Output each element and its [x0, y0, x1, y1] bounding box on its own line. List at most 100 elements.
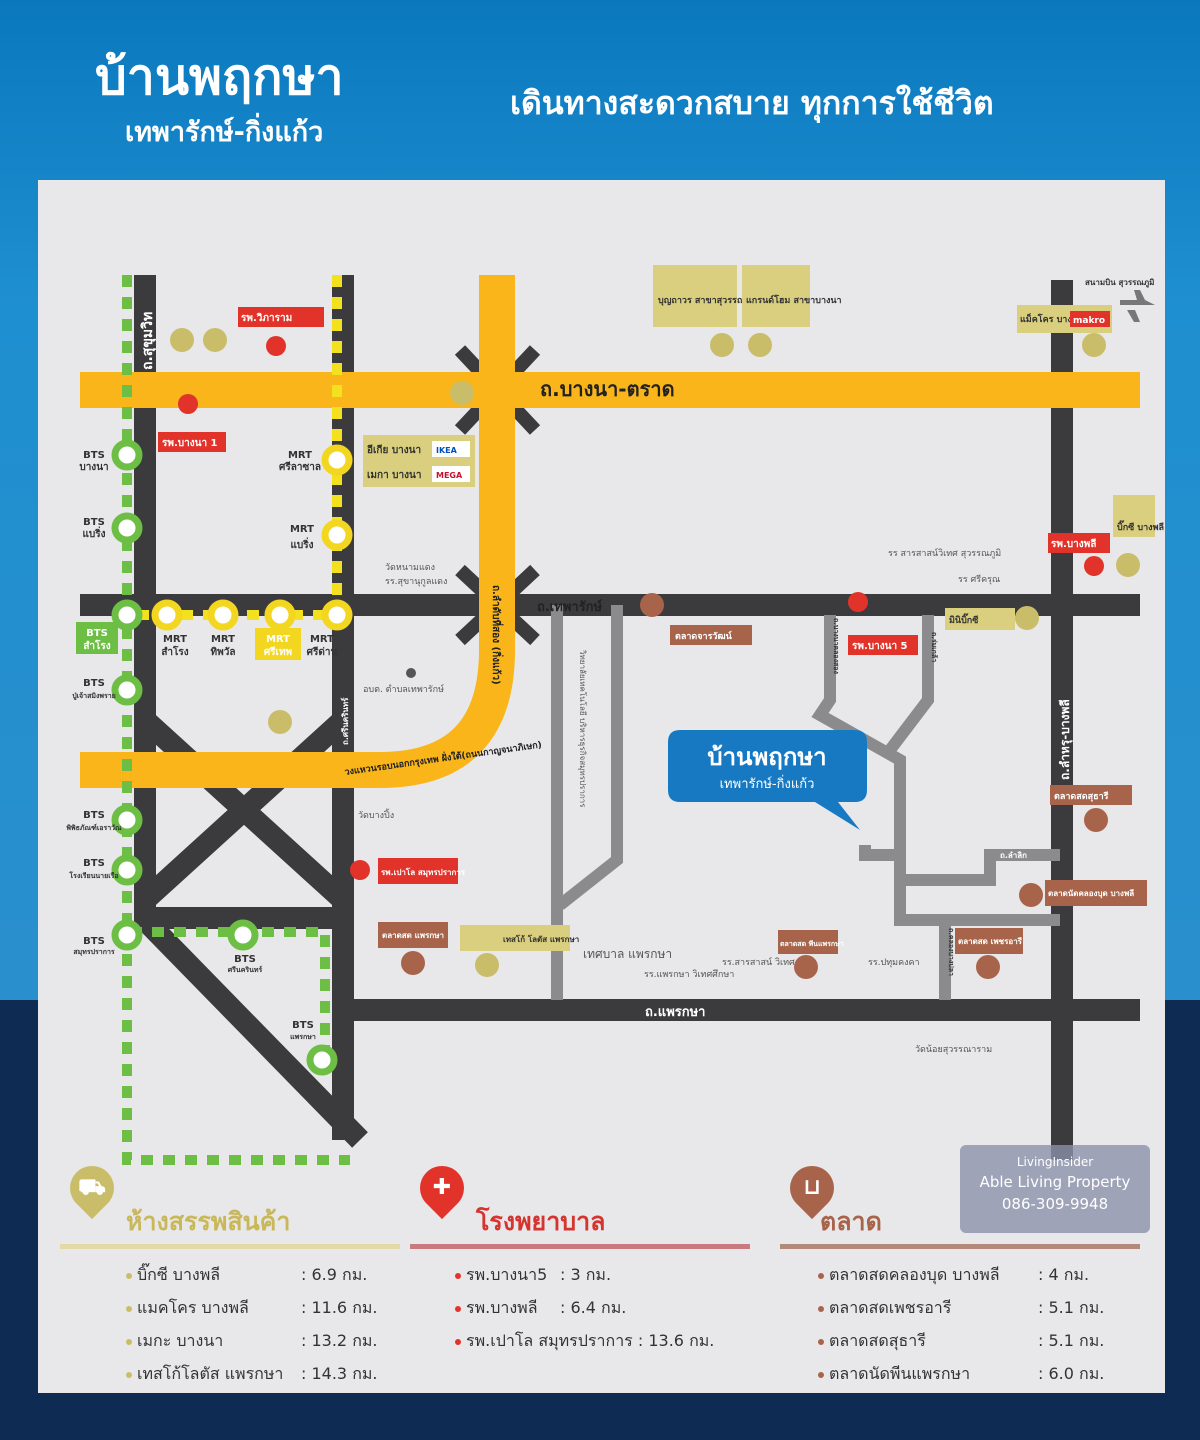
bts-station[interactable]	[111, 919, 143, 951]
svg-text:แบริ่ง: แบริ่ง	[82, 526, 105, 540]
svg-text:แม็คโคร บางพลี: แม็คโคร บางพลี	[1020, 312, 1083, 325]
watermark: LivingInsider Able Living Property 086-3…	[960, 1145, 1150, 1233]
stations	[111, 439, 353, 1076]
svg-text:บางนา: บางนา	[79, 462, 108, 473]
mrt-station[interactable]	[207, 599, 239, 631]
mall-pin-icon[interactable]	[1015, 606, 1039, 630]
callout-title: บ้านพฤกษา	[707, 743, 826, 771]
bts-station[interactable]	[111, 804, 143, 836]
svg-text:ตลาดสด พีนแพรกษา: ตลาดสด พีนแพรกษา	[780, 940, 844, 948]
svg-text:ถ.แพรกษา: ถ.แพรกษา	[645, 1005, 705, 1020]
list-item: รพ.บางนา5: 3 กม.	[455, 1263, 750, 1288]
road-label-soi-bangna: ถ.บางนาคลองสอง	[832, 618, 840, 674]
svg-text:BTS: BTS	[83, 517, 105, 528]
mall-pin-icon[interactable]	[268, 710, 292, 734]
svg-text:MEGA: MEGA	[436, 471, 463, 480]
bts-station[interactable]	[111, 599, 143, 631]
svg-text:ศรีนครินทร์: ศรีนครินทร์	[228, 965, 263, 974]
market-pin-icon[interactable]	[976, 955, 1000, 979]
mall-pin-icon[interactable]	[203, 328, 227, 352]
hospital-cross-icon: ✚	[410, 1156, 474, 1220]
project-callout[interactable]: บ้านพฤกษา เทพารักษ์-กิ่งแก้ว	[668, 730, 867, 830]
road-minor-6	[905, 914, 951, 1000]
list-item: เทสโก้โลตัส แพรกษา: 14.3 กม.	[126, 1362, 400, 1387]
bts-station[interactable]	[111, 854, 143, 886]
svg-text:รร.แพรกษา วิเทศศึกษา: รร.แพรกษา วิเทศศึกษา	[644, 969, 734, 980]
svg-text:รร.สารสาสน์ วิเทศ: รร.สารสาสน์ วิเทศ	[722, 956, 795, 968]
list-item: รพ.เปาโล สมุทรปราการ : 13.6 กม.	[455, 1329, 750, 1354]
svg-text:BTS: BTS	[234, 954, 256, 965]
pins	[170, 328, 1140, 979]
svg-text:ปู่เจ้าสมิงพราย: ปู่เจ้าสมิงพราย	[72, 691, 116, 701]
svg-text:รพ.บางพลี: รพ.บางพลี	[1051, 538, 1096, 550]
road-minor-2	[556, 605, 623, 910]
mall-pin-icon[interactable]	[450, 381, 474, 405]
mrt-station[interactable]	[321, 519, 353, 551]
svg-text:ตลาดสด แพรกษา: ตลาดสด แพรกษา	[382, 931, 444, 940]
svg-text:ถ.บางนา-ตราด: ถ.บางนา-ตราด	[540, 377, 675, 401]
svg-text:แบริ่ง: แบริ่ง	[290, 537, 313, 551]
svg-text:อบต. ตำบลเทพารักษ์: อบต. ตำบลเทพารักษ์	[363, 683, 444, 695]
market-pin-icon[interactable]	[401, 951, 425, 975]
svg-text:BTS: BTS	[83, 936, 105, 947]
mall-pin-icon[interactable]	[710, 333, 734, 357]
svg-text:ถ.ลำหรุ-บางพลี: ถ.ลำหรุ-บางพลี	[1058, 699, 1073, 780]
mrt-station[interactable]	[151, 599, 183, 631]
svg-text:รพ.บางนา 5: รพ.บางนา 5	[852, 641, 908, 652]
hospital-pin-icon[interactable]	[178, 394, 198, 414]
bts-station[interactable]	[111, 674, 143, 706]
list-item: แมคโคร บางพลี: 11.6 กม.	[126, 1296, 400, 1321]
svg-text:ศรีลาซาล: ศรีลาซาล	[279, 461, 321, 473]
svg-text:MRT: MRT	[310, 634, 334, 645]
hospital-pin-icon[interactable]	[1084, 556, 1104, 576]
bts-station[interactable]	[227, 919, 259, 951]
mrt-station[interactable]	[321, 444, 353, 476]
market-pin-icon[interactable]	[1084, 808, 1108, 832]
mall-pin-icon[interactable]	[475, 953, 499, 977]
svg-text:BTS: BTS	[292, 1020, 314, 1031]
mall-pin-icon[interactable]	[748, 333, 772, 357]
svg-text:MRT: MRT	[211, 634, 235, 645]
list-item: ตลาดสดเพชรอารี: 5.1 กม.	[818, 1296, 1140, 1321]
svg-text:ตลาดนัดคลองบุด บางพลี: ตลาดนัดคลองบุด บางพลี	[1048, 888, 1134, 899]
svg-text:เทสโก้ โลตัส แพรกษา: เทสโก้ โลตัส แพรกษา	[503, 934, 579, 944]
svg-text:อีเกีย บางนา: อีเกีย บางนา	[367, 444, 421, 456]
legend-malls: ⛟ ห้างสรรพสินค้า บิ๊กซี บางพลี: 6.9 กม. …	[60, 1156, 400, 1395]
mall-pin-icon[interactable]	[1116, 553, 1140, 577]
mall-pin-icon[interactable]	[1082, 333, 1106, 357]
svg-text:มินิบิ๊กซี: มินิบิ๊กซี	[949, 613, 978, 626]
bts-station[interactable]	[306, 1044, 338, 1076]
svg-text:BTS: BTS	[86, 628, 108, 639]
road-minor-4	[885, 615, 934, 754]
svg-text:ทิพวัล: ทิพวัล	[211, 646, 236, 658]
poi-labels: วัดหนามแดง รร.สุขานุกูลแดง อบต. ตำบลเทพา…	[358, 547, 1001, 1055]
svg-text:รพ.วิภาราม: รพ.วิภาราม	[241, 312, 292, 324]
svg-text:สำโรง: สำโรง	[161, 645, 188, 658]
market-pin-icon[interactable]	[794, 955, 818, 979]
svg-text:แกรนด์โฮม สาขาบางนา: แกรนด์โฮม สาขาบางนา	[746, 294, 842, 306]
market-pin-icon[interactable]	[640, 593, 664, 617]
hospital-labels: รพ.วิภาราม รพ.บางนา 1 รพ.บางนา 5 รพ.บางพ…	[158, 307, 1110, 884]
svg-text:เทศบาล แพรกษา: เทศบาล แพรกษา	[583, 947, 672, 961]
svg-text:วัดบางปิ้ง: วัดบางปิ้ง	[358, 808, 394, 821]
hospital-pin-icon[interactable]	[266, 336, 286, 356]
mrt-station[interactable]	[321, 599, 353, 631]
svg-text:บุญถาวร สาขาสุวรรณภูมิ: บุญถาวร สาขาสุวรรณภูมิ	[658, 295, 757, 306]
hospital-pin-icon[interactable]	[848, 592, 868, 612]
bts-station[interactable]	[111, 439, 143, 471]
page-title: บ้านพฤกษา	[95, 48, 344, 106]
bts-station[interactable]	[111, 512, 143, 544]
legend-markets: ⊔ ตลาด ตลาดสดคลองบุด บางพลี: 4 กม. ตลาดส…	[780, 1156, 1140, 1395]
market-pin-icon[interactable]	[1019, 883, 1043, 907]
svg-text:วัดหนามแดง: วัดหนามแดง	[385, 563, 435, 573]
bts-line	[122, 275, 350, 1165]
callout-subtitle: เทพารักษ์-กิ่งแก้ว	[720, 775, 815, 792]
hospital-pin-icon[interactable]	[350, 860, 370, 880]
mrt-station[interactable]	[264, 599, 296, 631]
mall-pin-icon[interactable]	[170, 328, 194, 352]
road-kingkaew-ring	[80, 275, 515, 788]
svg-text:ถ.ศรีนครินทร์: ถ.ศรีนครินทร์	[340, 697, 350, 745]
road-minor-5	[859, 845, 1060, 886]
market-labels: ตลาดจารวัฒน์ ตลาดสดสุธารี ตลาดนัดคลองบุด…	[378, 625, 1147, 954]
